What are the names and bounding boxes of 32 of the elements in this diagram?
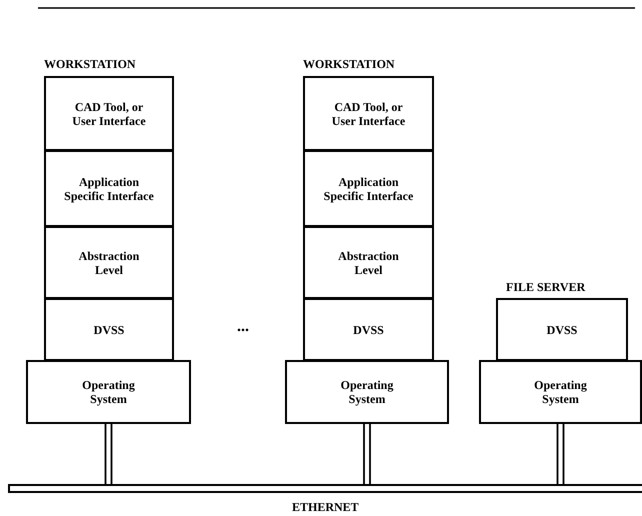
- layer-box: [285, 360, 449, 424]
- layer-box: [44, 76, 174, 151]
- layer-box: [479, 360, 642, 424]
- layer-box: [303, 150, 434, 227]
- layer-label: Application Specific Interface: [64, 174, 154, 202]
- layer-box: [303, 298, 434, 361]
- ellipsis-mark: ...: [237, 318, 249, 336]
- layer-box: [26, 360, 191, 424]
- layer-box: [44, 150, 174, 227]
- group-heading: FILE SERVER: [506, 280, 586, 295]
- group-heading: WORKSTATION: [303, 57, 395, 72]
- layer-box: [496, 298, 628, 361]
- layer-label: DVSS: [546, 322, 578, 336]
- layer-box: [44, 226, 174, 299]
- layer-label: Operating System: [340, 378, 394, 406]
- layer-label: Operating System: [533, 378, 588, 406]
- connector-line: [363, 423, 371, 485]
- bus-label: ETHERNET: [292, 500, 359, 514]
- layer-label: DVSS: [353, 322, 384, 336]
- layer-label: CAD Tool, or User Interface: [71, 100, 147, 128]
- connector-line: [556, 423, 564, 485]
- layer-label: Operating System: [81, 378, 136, 406]
- layer-label: DVSS: [94, 322, 124, 336]
- connector-line: [104, 423, 112, 485]
- layer-box: [303, 226, 434, 299]
- layer-label: Application Specific Interface: [324, 174, 414, 202]
- layer-label: Abstraction Level: [78, 248, 140, 276]
- layer-label: Abstraction Level: [337, 248, 400, 276]
- layer-box: [44, 298, 174, 361]
- layer-label: CAD Tool, or User Interface: [330, 100, 406, 128]
- group-heading: WORKSTATION: [44, 57, 136, 72]
- layer-box: [303, 76, 434, 151]
